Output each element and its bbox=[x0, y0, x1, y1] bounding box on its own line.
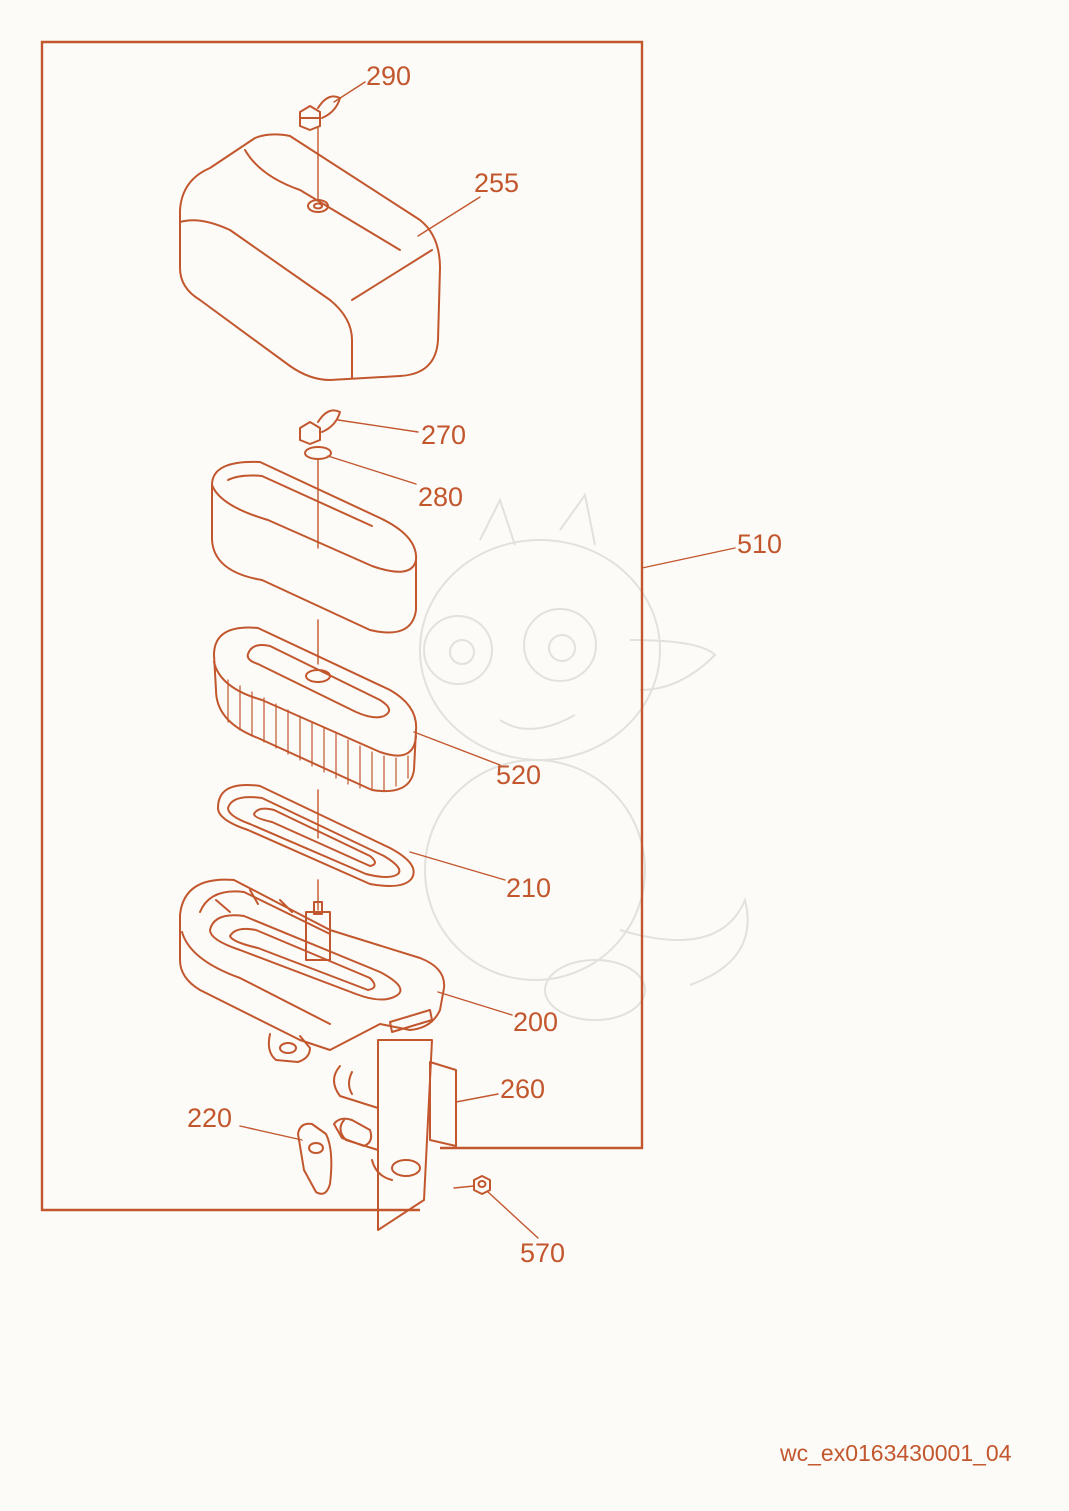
baby-dragon-watermark-icon bbox=[419, 492, 749, 1021]
filter-element-520 bbox=[213, 626, 418, 792]
callout-520: 520 bbox=[496, 760, 541, 790]
callout-210: 210 bbox=[506, 873, 551, 903]
gasket-210 bbox=[217, 784, 415, 887]
pre-filter-element bbox=[211, 460, 418, 634]
callout-270: 270 bbox=[421, 420, 466, 450]
callout-255: 255 bbox=[474, 168, 519, 198]
callout-570: 570 bbox=[520, 1238, 565, 1268]
callout-290: 290 bbox=[366, 61, 411, 91]
plate-260 bbox=[429, 1061, 457, 1147]
callout-510: 510 bbox=[737, 529, 782, 559]
callout-220: 220 bbox=[187, 1103, 232, 1133]
nut-570 bbox=[453, 1175, 491, 1195]
leader-lines bbox=[239, 81, 736, 1239]
callout-200: 200 bbox=[513, 1007, 558, 1037]
wing-nut-270 bbox=[299, 409, 341, 445]
intake-elbow bbox=[333, 1039, 433, 1231]
air-cleaner-base-200 bbox=[179, 878, 446, 1063]
part-group-frame bbox=[40, 40, 644, 1212]
air-cleaner-cover-255 bbox=[179, 133, 441, 381]
washer-280 bbox=[304, 446, 332, 460]
drawing-id: wc_ex0163430001_04 bbox=[780, 1440, 1012, 1466]
gasket-220 bbox=[297, 1117, 373, 1195]
callout-260: 260 bbox=[500, 1074, 545, 1104]
callout-280: 280 bbox=[418, 482, 463, 512]
